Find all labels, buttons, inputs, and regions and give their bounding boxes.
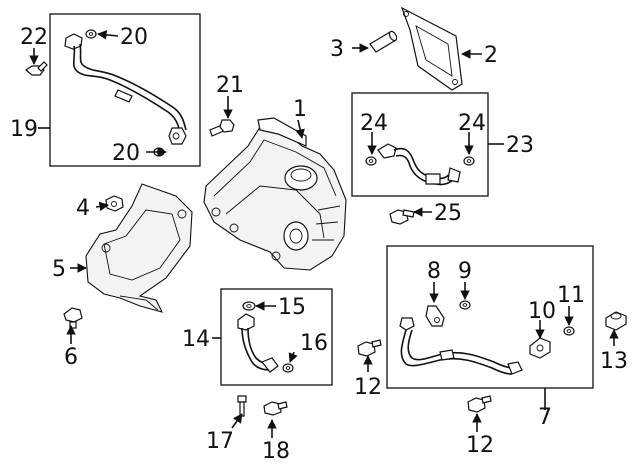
group-box-14	[220, 288, 333, 386]
callout-20-top: 20	[120, 25, 148, 50]
callout-6: 6	[64, 345, 78, 370]
bolt-6	[63, 307, 83, 329]
callout-19: 19	[10, 117, 38, 142]
callout-24-right: 24	[458, 111, 486, 136]
bolt-12-bottom	[467, 395, 492, 413]
washer-20-top	[85, 29, 97, 39]
callout-24-left: 24	[360, 111, 388, 136]
bolt-12-left	[357, 339, 382, 357]
callout-21: 21	[216, 73, 244, 98]
bolt-17	[237, 395, 247, 417]
callout-7: 7	[538, 405, 552, 430]
callout-5: 5	[52, 257, 66, 282]
bolt-21	[209, 119, 235, 137]
group-box-19	[49, 13, 201, 167]
callout-12-bottom: 12	[466, 433, 494, 458]
gasket-2	[400, 6, 463, 91]
callout-8: 8	[427, 259, 441, 284]
oil-return-tube-14	[237, 301, 294, 373]
bracket-8	[425, 305, 445, 327]
hose-assembly-23	[365, 143, 475, 186]
turbocharger-1	[203, 117, 347, 271]
callout-12-left: 12	[354, 375, 382, 400]
washer-11	[563, 326, 575, 336]
callout-2: 2	[484, 43, 498, 68]
callout-15: 15	[278, 295, 306, 320]
callout-14: 14	[182, 327, 210, 352]
callout-16: 16	[300, 331, 328, 356]
callout-9: 9	[458, 259, 472, 284]
callout-25: 25	[434, 201, 462, 226]
bolt-22	[24, 61, 48, 76]
fitting-10	[529, 337, 551, 359]
callout-10: 10	[528, 299, 556, 324]
callout-3: 3	[330, 37, 344, 62]
washer-9	[459, 300, 471, 310]
leader-lines	[29, 30, 619, 438]
callout-23: 23	[506, 133, 534, 158]
heat-shield-5	[85, 183, 193, 313]
bolt-25	[389, 209, 415, 225]
oil-feed-line-part	[64, 33, 187, 145]
callout-11: 11	[557, 283, 585, 308]
callout-17: 17	[206, 429, 234, 454]
bolt-18	[263, 401, 288, 416]
callout-1: 1	[293, 97, 307, 122]
callout-13: 13	[600, 349, 628, 374]
nut-4	[105, 195, 124, 212]
callout-22: 22	[20, 25, 48, 50]
callout-labels: 1 2 3 4 5 6 7 8 9 10 11 12 12 13 14 15 1…	[10, 25, 628, 464]
callout-4: 4	[76, 196, 90, 221]
callout-18: 18	[262, 439, 290, 464]
plug-13	[605, 311, 627, 331]
stud-3	[369, 30, 398, 53]
coolant-tube-7	[399, 317, 523, 375]
group-box-7	[386, 245, 594, 389]
callout-20-bottom: 20	[112, 141, 140, 166]
